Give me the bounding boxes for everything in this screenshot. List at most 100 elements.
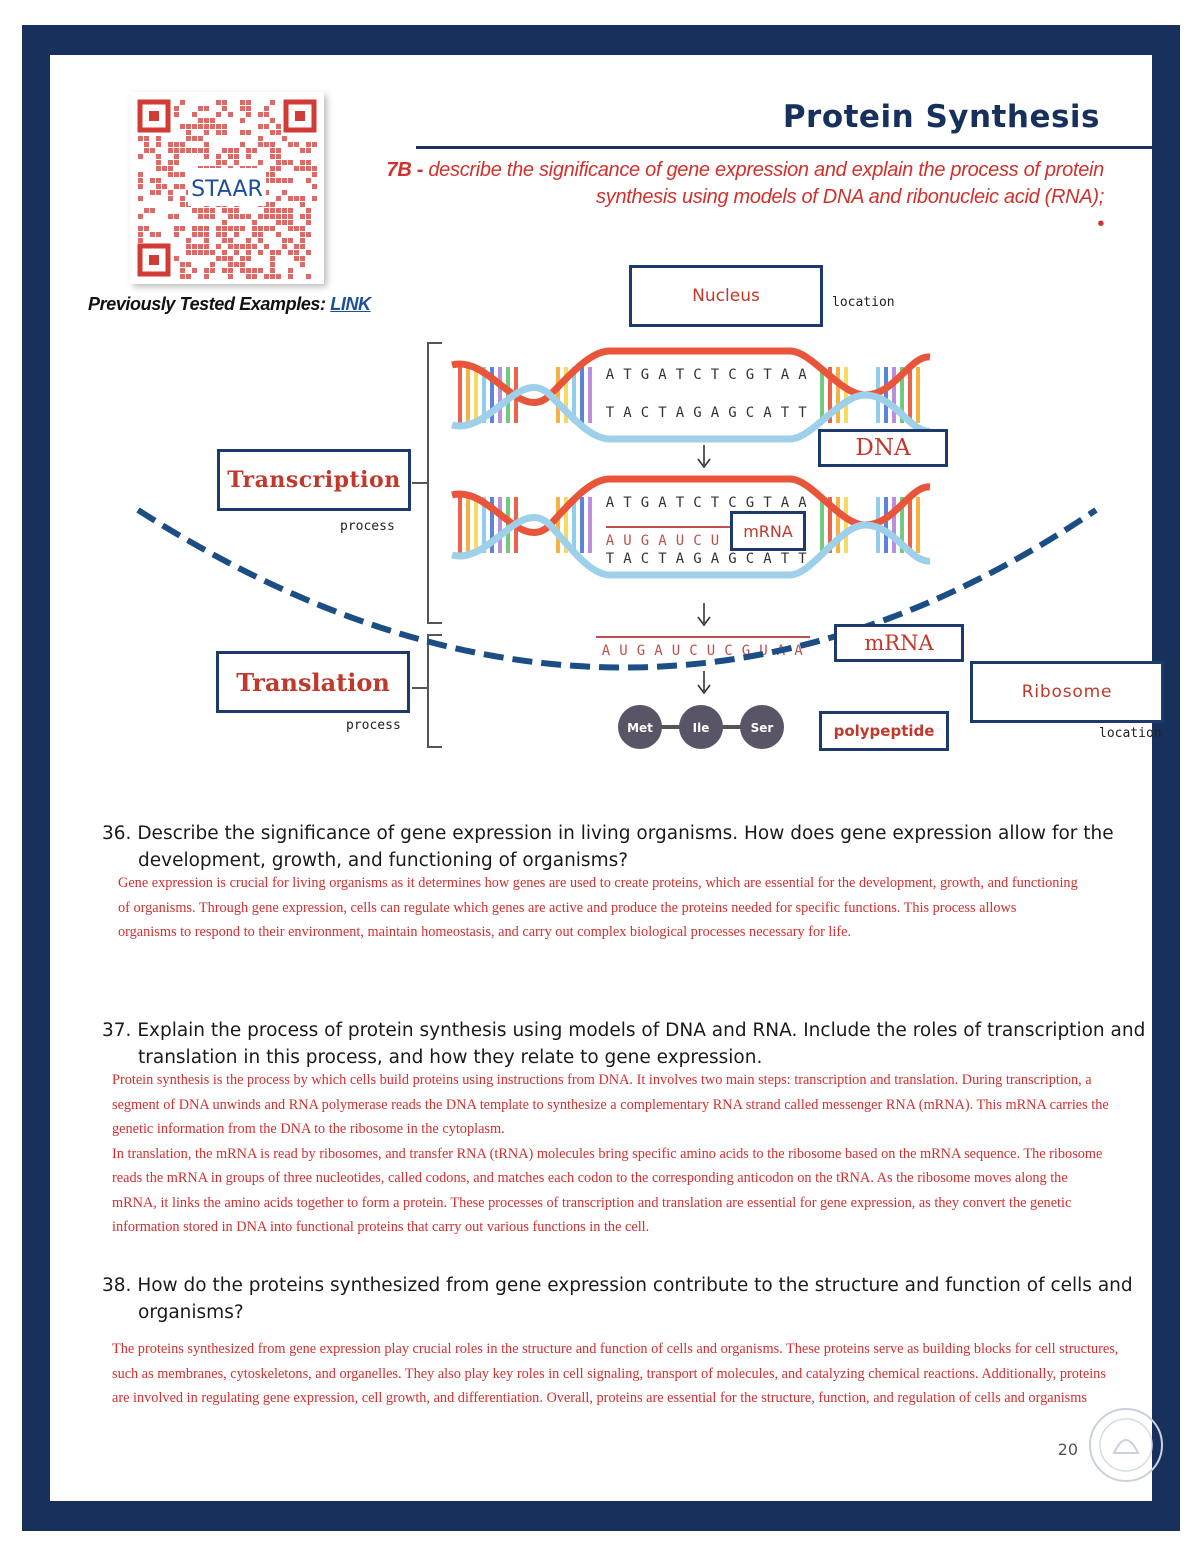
qr-module bbox=[228, 262, 233, 267]
rna-base: A bbox=[606, 533, 615, 549]
qr-module bbox=[198, 226, 203, 231]
qr-module bbox=[294, 226, 299, 231]
dna-base-bottom: A bbox=[711, 551, 720, 567]
qr-module bbox=[270, 148, 275, 153]
dna-base-bottom: C bbox=[746, 405, 754, 421]
dna-base-top: A bbox=[658, 367, 667, 383]
qr-module bbox=[306, 274, 311, 279]
qr-module bbox=[204, 208, 209, 213]
dna-base-top: A bbox=[658, 495, 667, 511]
qr-module bbox=[180, 148, 185, 153]
qr-module bbox=[270, 226, 275, 231]
qr-module bbox=[276, 208, 281, 213]
question-37-text: Explain the process of protein synthesis… bbox=[137, 1020, 1146, 1068]
nucleus-box: Nucleus bbox=[629, 265, 823, 327]
dna-base-bottom: C bbox=[641, 551, 649, 567]
qr-module bbox=[222, 130, 227, 135]
qr-module bbox=[138, 178, 143, 183]
qr-module bbox=[156, 160, 161, 165]
base-pair-rung bbox=[820, 497, 824, 553]
qr-module bbox=[246, 154, 251, 159]
teks-standard: 7B - describe the significance of gene e… bbox=[324, 157, 1105, 238]
qr-module bbox=[282, 220, 287, 225]
mrna-label-1: mRNA bbox=[743, 521, 793, 541]
qr-module bbox=[264, 226, 269, 231]
page-content: STAAR Protein Synthesis 7B - describe th… bbox=[50, 55, 1164, 1501]
dna-base-bottom: T bbox=[606, 551, 615, 567]
base-pair-rung bbox=[490, 497, 494, 553]
base-pair-rung bbox=[556, 367, 560, 423]
qr-code[interactable]: STAAR bbox=[130, 92, 324, 284]
qr-module bbox=[246, 274, 251, 279]
qr-module bbox=[264, 106, 269, 111]
qr-module bbox=[300, 262, 305, 267]
qr-module bbox=[144, 226, 149, 231]
qr-module bbox=[204, 214, 209, 219]
previously-tested-link[interactable]: LINK bbox=[330, 294, 371, 314]
qr-module bbox=[234, 250, 239, 255]
ribosome-caption: location bbox=[1099, 726, 1162, 741]
qr-module bbox=[150, 232, 155, 237]
qr-module bbox=[186, 148, 191, 153]
qr-module bbox=[276, 178, 281, 183]
qr-module bbox=[186, 238, 191, 243]
dna-base-bottom: T bbox=[798, 405, 807, 421]
ribosome-label: Ribosome bbox=[1021, 682, 1113, 702]
base-pair-rung bbox=[506, 367, 510, 423]
qr-module bbox=[156, 136, 161, 141]
dna-base-bottom: C bbox=[641, 405, 649, 421]
base-pair-rung bbox=[506, 497, 510, 553]
qr-module bbox=[222, 220, 227, 225]
qr-module bbox=[150, 190, 155, 195]
qr-module bbox=[246, 130, 251, 135]
qr-module bbox=[168, 148, 173, 153]
answer-37-paragraph-1: Protein synthesis is the process by whic… bbox=[112, 1072, 1109, 1137]
qr-module bbox=[210, 214, 215, 219]
amino-acid-ser: Ser bbox=[751, 721, 774, 735]
qr-module bbox=[246, 148, 251, 153]
qr-module bbox=[174, 256, 179, 261]
dna-base-top: T bbox=[676, 495, 685, 511]
qr-module bbox=[300, 232, 305, 237]
mrna-box-1: mRNA bbox=[730, 511, 806, 551]
base-pair-rung bbox=[836, 367, 840, 423]
dna-base-bottom: A bbox=[763, 405, 772, 421]
qr-module bbox=[264, 178, 269, 183]
qr-module bbox=[300, 160, 305, 165]
qr-module bbox=[234, 154, 239, 159]
qr-module bbox=[192, 268, 197, 273]
qr-module bbox=[240, 130, 245, 135]
qr-module bbox=[288, 208, 293, 213]
page-number: 20 bbox=[1057, 1440, 1078, 1459]
qr-module bbox=[228, 214, 233, 219]
standard-bullet: • bbox=[1097, 213, 1104, 235]
qr-module bbox=[234, 148, 239, 153]
qr-module bbox=[270, 274, 275, 279]
title-divider bbox=[416, 146, 1156, 149]
qr-module bbox=[204, 232, 209, 237]
standard-code: 7B - bbox=[386, 159, 424, 181]
qr-module bbox=[168, 214, 173, 219]
qr-module bbox=[192, 208, 197, 213]
qr-module bbox=[198, 136, 203, 141]
dna-base-top: C bbox=[693, 495, 701, 511]
base-pair-rung bbox=[828, 497, 832, 553]
dna-base-top: A bbox=[798, 367, 807, 383]
qr-module bbox=[222, 256, 227, 261]
mrna-base: A bbox=[654, 643, 663, 659]
dna-base-top: C bbox=[728, 495, 736, 511]
qr-module bbox=[288, 274, 293, 279]
base-pair-rung bbox=[836, 497, 840, 553]
base-pair-rung bbox=[844, 367, 848, 423]
qr-module bbox=[270, 250, 275, 255]
qr-module bbox=[228, 268, 233, 273]
qr-module bbox=[168, 196, 173, 201]
mrna-base: C bbox=[689, 643, 697, 659]
qr-module bbox=[216, 232, 221, 237]
qr-module bbox=[246, 256, 251, 261]
question-37-number: 37. bbox=[102, 1020, 132, 1041]
qr-module bbox=[276, 154, 281, 159]
qr-module bbox=[168, 142, 173, 147]
base-pair-rung bbox=[466, 367, 470, 423]
